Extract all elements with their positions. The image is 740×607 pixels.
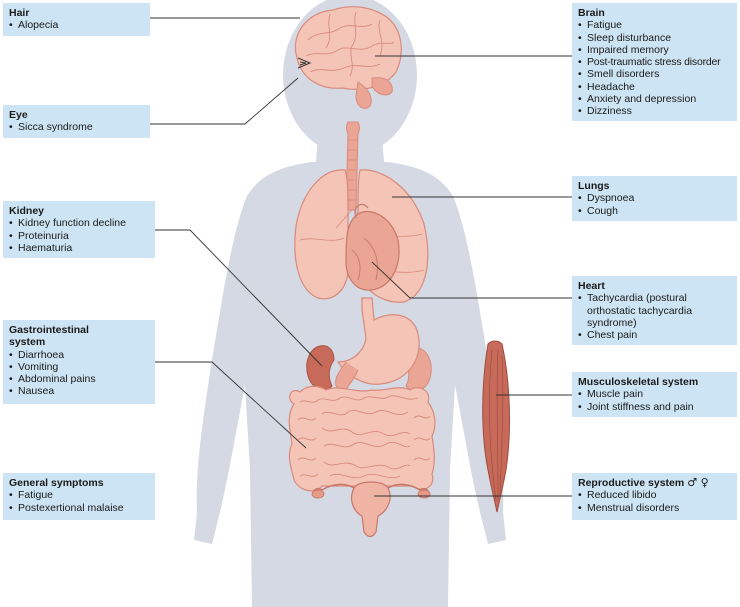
label-title: Musculoskeletal system bbox=[578, 376, 699, 388]
label-general-symptoms: General symptoms Fatigue Postexertional … bbox=[3, 473, 155, 520]
symptom-item: Proteinuria bbox=[9, 230, 149, 243]
leader-lines bbox=[150, 17, 572, 497]
label-musculoskeletal: Musculoskeletal system Muscle pain Joint… bbox=[572, 372, 737, 417]
label-kidney: Kidney Kidney function decline Proteinur… bbox=[3, 201, 155, 258]
symptom-item: Anxiety and depression bbox=[578, 93, 731, 106]
symptom-item: Chest pain bbox=[578, 329, 731, 342]
label-brain: Brain Fatigue Sleep disturbance Impaired… bbox=[572, 3, 737, 121]
label-hair: Hair Alopecia bbox=[3, 3, 150, 36]
muscle-icon bbox=[482, 340, 510, 513]
eye-icon bbox=[297, 57, 312, 69]
leader-line-heart bbox=[371, 261, 572, 299]
human-body-silhouette bbox=[194, 0, 506, 607]
label-eye: Eye Sicca syndrome bbox=[3, 105, 150, 138]
symptom-item: Muscle pain bbox=[578, 388, 731, 401]
label-title: Reproductive system♂ ♀ bbox=[578, 476, 731, 489]
stomach-icon bbox=[335, 297, 420, 393]
symptom-item: Dizziness bbox=[578, 105, 731, 118]
label-title: Heart bbox=[578, 280, 605, 292]
symptom-item: Haematuria bbox=[9, 242, 149, 255]
symptom-item: Headache bbox=[578, 81, 731, 94]
label-reproductive: Reproductive system♂ ♀ Reduced libido Me… bbox=[572, 473, 737, 520]
symptom-item: Alopecia bbox=[9, 19, 144, 32]
symptom-item: Kidney function decline bbox=[9, 217, 149, 230]
symptom-item: Cough bbox=[578, 205, 731, 218]
label-title: General symptoms bbox=[9, 477, 104, 489]
symptom-item: Nausea bbox=[9, 385, 149, 398]
symptom-item: Diarrhoea bbox=[9, 349, 149, 362]
label-title: Gastrointestinal system bbox=[9, 324, 89, 349]
symptom-item: Vomiting bbox=[9, 361, 149, 374]
symptom-item: Dyspnoea bbox=[578, 192, 731, 205]
symptom-item: Impaired memory bbox=[578, 44, 731, 57]
label-lungs: Lungs Dyspnoea Cough bbox=[572, 176, 737, 221]
heart-icon bbox=[345, 203, 400, 291]
label-title: Hair bbox=[9, 7, 30, 19]
label-title: Eye bbox=[9, 109, 28, 121]
label-title: Brain bbox=[578, 7, 605, 19]
symptom-item: Smell disorders bbox=[578, 68, 731, 81]
symptom-item: Fatigue bbox=[578, 19, 731, 32]
symptom-item: Postexertional malaise bbox=[9, 502, 149, 515]
symptom-item: Abdominal pains bbox=[9, 373, 149, 386]
label-title: Kidney bbox=[9, 205, 45, 217]
intestines-icon bbox=[288, 385, 436, 492]
leader-line-kidney bbox=[155, 229, 323, 367]
brain-icon bbox=[294, 6, 402, 109]
label-gastrointestinal: Gastrointestinal system Diarrhoea Vomiti… bbox=[3, 320, 155, 404]
leader-line-eye bbox=[150, 77, 299, 125]
label-title-text: Reproductive system bbox=[578, 477, 685, 489]
symptom-item: Tachycardia (postural orthostatic tachyc… bbox=[578, 292, 715, 329]
sex-symbols-icon: ♂ ♀ bbox=[687, 476, 709, 489]
symptom-item: Sicca syndrome bbox=[9, 121, 144, 134]
leader-line-gi bbox=[155, 361, 307, 449]
label-heart: Heart Tachycardia (postural orthostatic … bbox=[572, 276, 737, 345]
symptom-item: Joint stiffness and pain bbox=[578, 401, 731, 414]
symptom-item: Fatigue bbox=[9, 489, 149, 502]
symptom-item: Sleep disturbance bbox=[578, 32, 731, 45]
symptom-item: Post-traumatic stress disorder bbox=[578, 56, 731, 69]
label-title: Lungs bbox=[578, 180, 610, 192]
symptom-item: Menstrual disorders bbox=[578, 502, 731, 515]
symptom-item: Reduced libido bbox=[578, 489, 731, 502]
